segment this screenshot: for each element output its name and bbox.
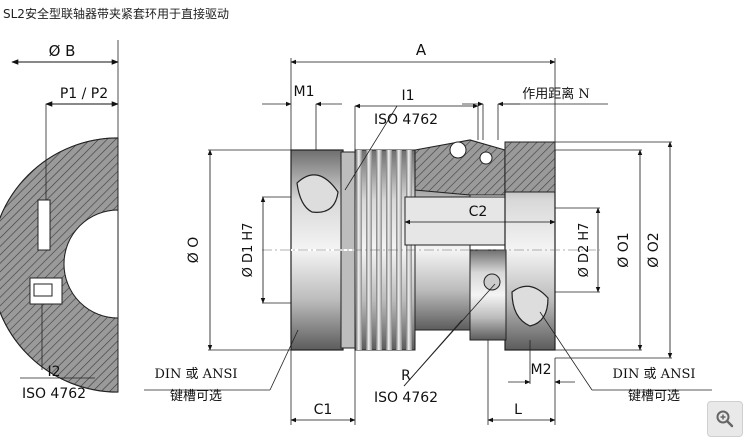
label-b: Ø B bbox=[49, 42, 76, 60]
label-o1: Ø O1 bbox=[616, 232, 632, 267]
label-a: A bbox=[416, 41, 427, 59]
label-m2: M2 bbox=[531, 362, 552, 378]
label-din-left-1: DIN 或 ANSI bbox=[154, 367, 237, 382]
label-l: L bbox=[514, 402, 522, 418]
label-d1: Ø D1 H7 bbox=[241, 223, 256, 278]
side-view bbox=[0, 40, 119, 393]
label-i1: I1 bbox=[401, 88, 414, 104]
label-din-left-2: 键槽可选 bbox=[170, 389, 222, 404]
label-n-distance: 作用距离 N bbox=[522, 86, 590, 102]
label-i2: I2 bbox=[47, 364, 60, 380]
label-p: P1 / P2 bbox=[60, 86, 108, 102]
dimension-labels: Ø B P1 / P2 A M1 I1 ISO 4762 作用距离 N C2 Ø… bbox=[22, 41, 696, 418]
label-din-right-1: DIN 或 ANSI bbox=[612, 367, 695, 382]
label-m1: M1 bbox=[294, 84, 315, 100]
label-iso-top: ISO 4762 bbox=[374, 112, 438, 128]
label-o2: Ø O2 bbox=[646, 232, 662, 267]
page-title: SL2安全型联轴器带夹紧套环用于直接驱动 bbox=[3, 7, 229, 21]
label-din-right-2: 键槽可选 bbox=[628, 389, 680, 404]
zoom-in-icon bbox=[716, 410, 734, 428]
dimension-lines bbox=[144, 58, 712, 425]
zoom-in-button[interactable] bbox=[707, 401, 743, 437]
coupling-main-view bbox=[262, 139, 600, 351]
label-r: R bbox=[401, 368, 411, 384]
label-iso-bottom: ISO 4762 bbox=[374, 390, 438, 406]
label-c1: C1 bbox=[314, 402, 333, 418]
label-c2: C2 bbox=[469, 204, 488, 220]
label-d2: Ø D2 H7 bbox=[577, 223, 592, 278]
label-iso-left: ISO 4762 bbox=[22, 386, 86, 402]
label-o-left: Ø O bbox=[186, 237, 202, 264]
